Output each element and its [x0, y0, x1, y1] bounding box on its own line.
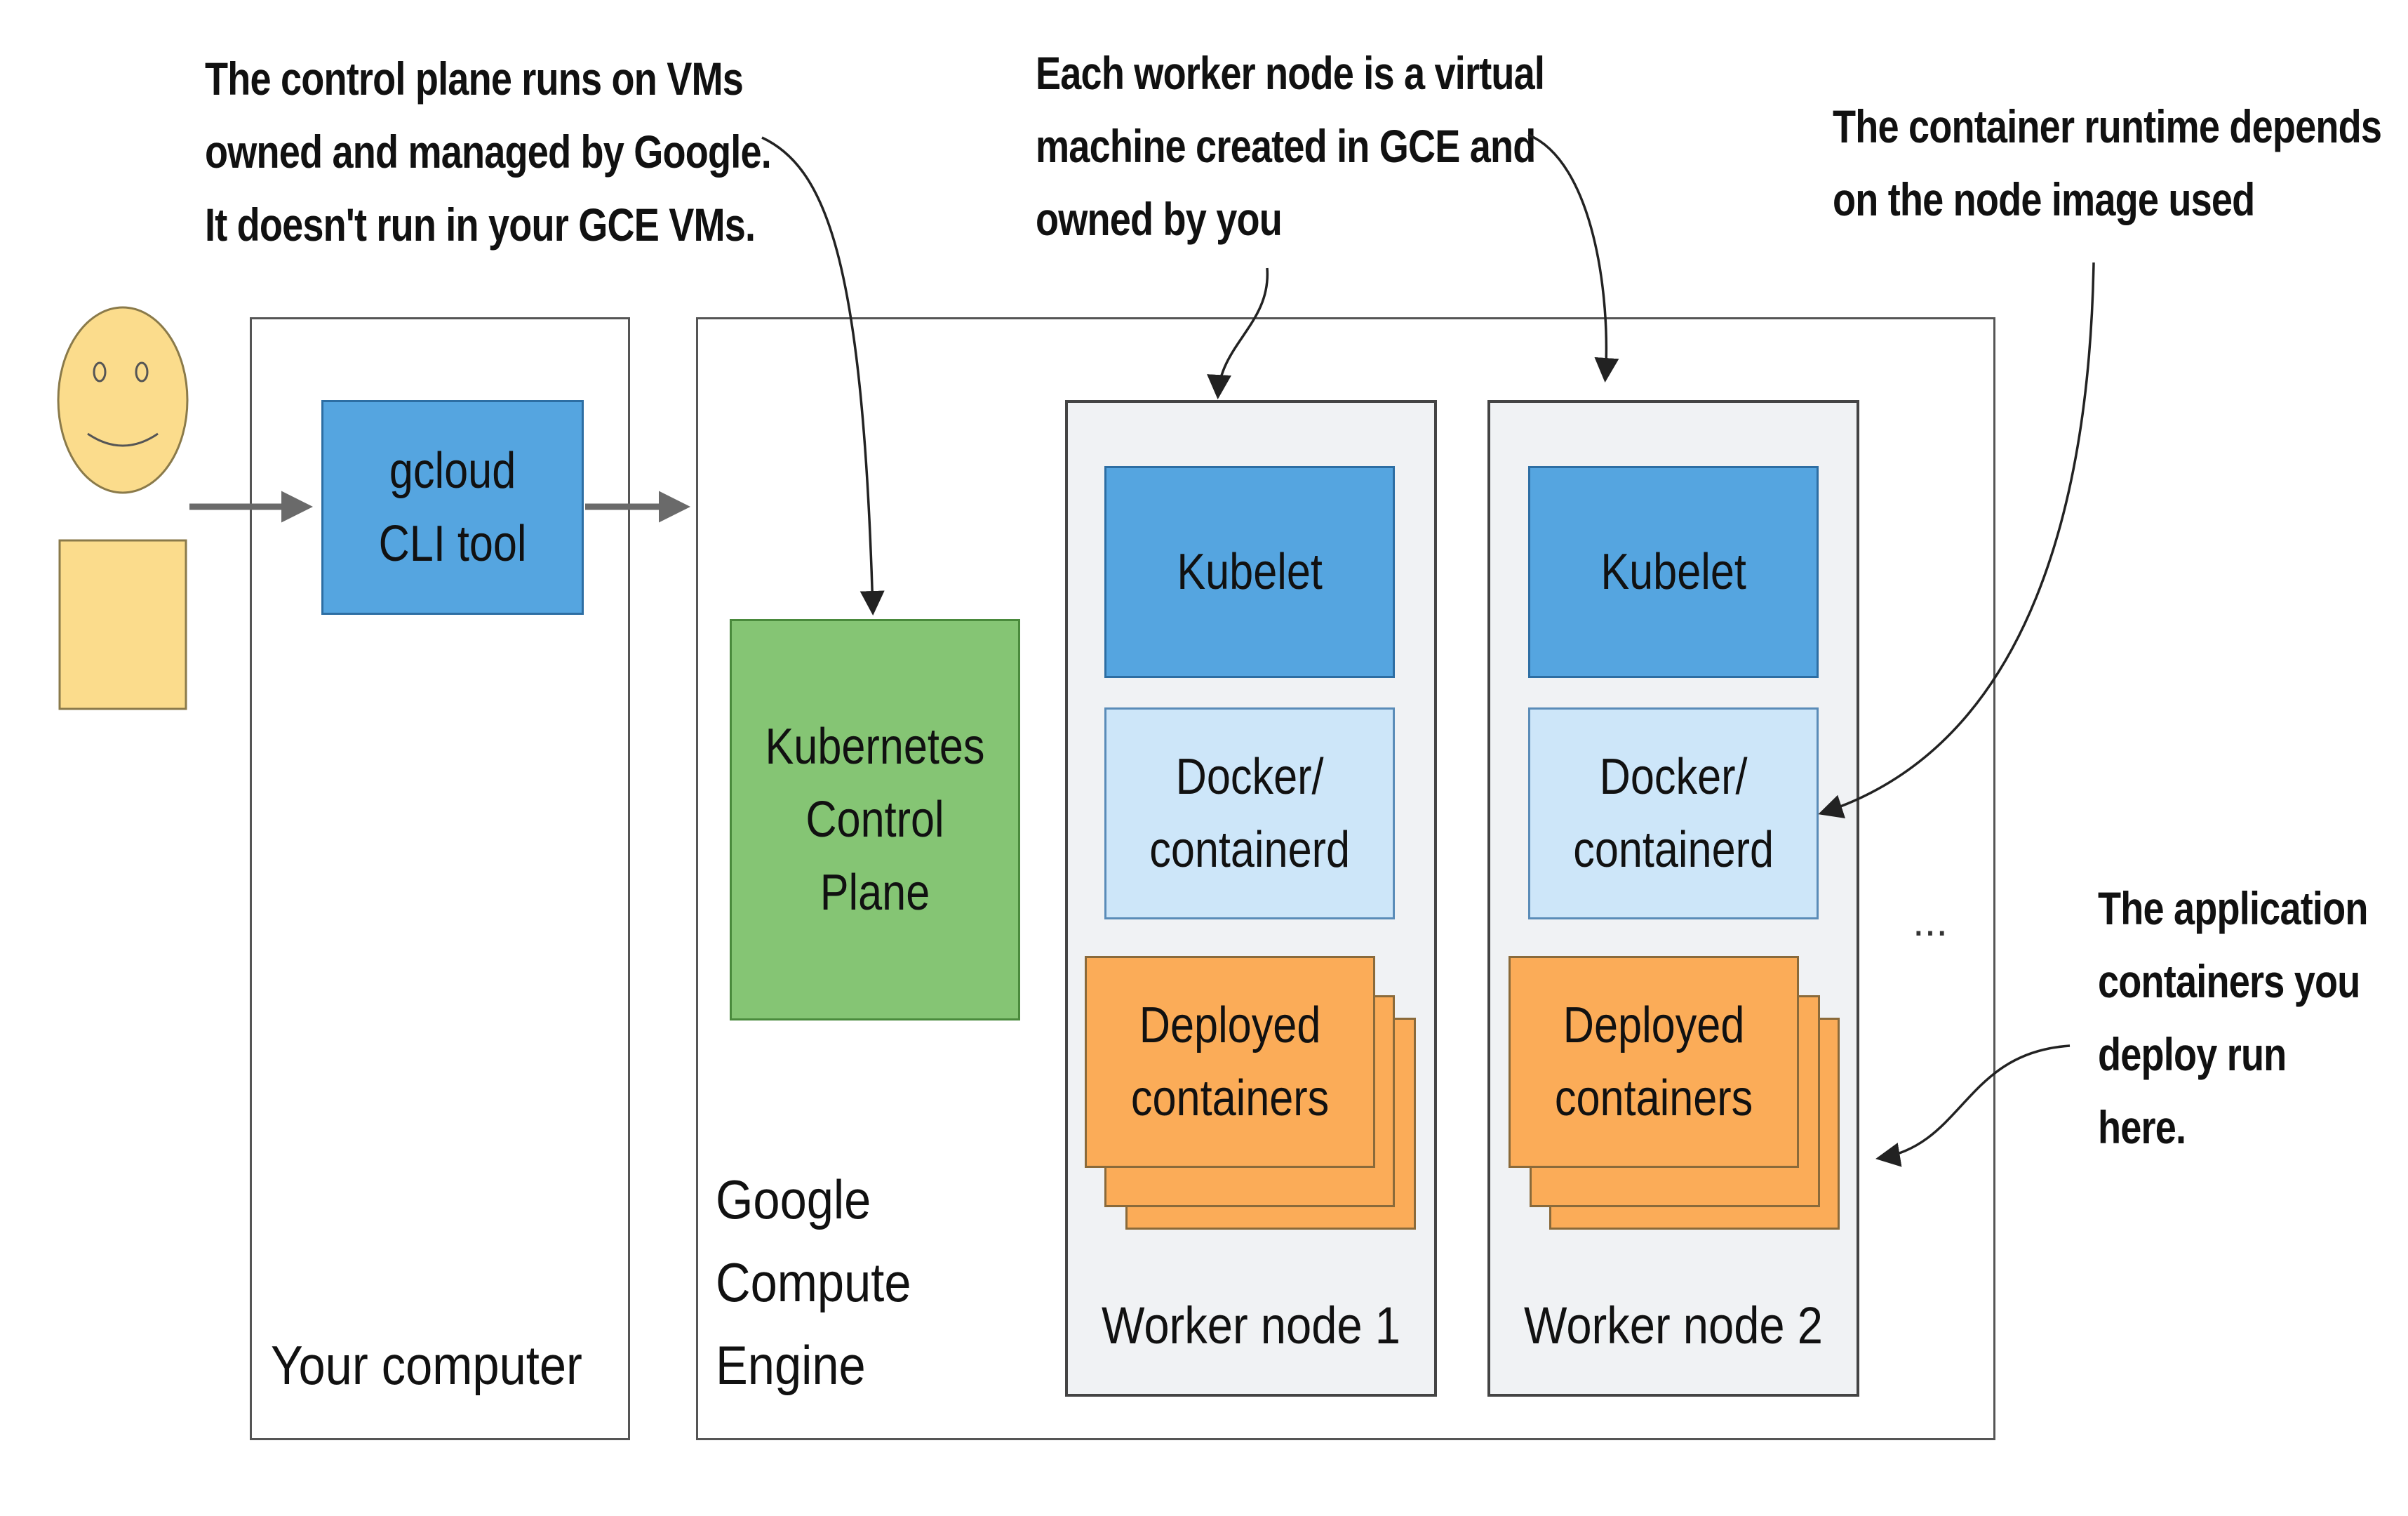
annotation-line: The container runtime depends [1833, 100, 2382, 152]
control-plane-callout-arrow [761, 136, 885, 616]
annotation-line: owned and managed by Google. [205, 126, 772, 178]
gcloud-cli-label: gcloud CLI tool [378, 443, 527, 572]
app-containers-annotation: The application containers you deploy ru… [2098, 872, 2368, 1164]
worker-node-2-callout-arrow [1527, 133, 1619, 383]
worker-node-2-label: Worker node 2 [1524, 1296, 1823, 1355]
annotation-line: machine created in GCE and [1036, 120, 1536, 172]
worker-node-1-callout-arrow [1207, 267, 1269, 399]
annotation-line: here. [2098, 1101, 2186, 1153]
deployed-containers-label: Deployed containers [1554, 997, 1753, 1126]
runtime-annotation: The container runtime depends on the nod… [1833, 90, 2382, 236]
kubelet-tile: Kubelet [1528, 466, 1819, 678]
annotation-line: owned by you [1036, 193, 1283, 245]
gce-label: Google Compute Engine [716, 1169, 911, 1396]
worker-node-annotation: Each worker node is a virtual machine cr… [1036, 36, 1545, 255]
annotation-line: on the node image used [1833, 173, 2255, 225]
control-plane-label: Kubernetes Control Plane [765, 719, 985, 921]
kubelet-label: Kubelet [1600, 544, 1746, 600]
deployed-containers-label: Deployed containers [1130, 997, 1330, 1126]
annotation-line: Each worker node is a virtual [1036, 47, 1545, 99]
runtime-tile: Docker/ containerd [1528, 707, 1819, 919]
control-plane-annotation: The control plane runs on VMs owned and … [205, 42, 772, 261]
annotation-line: deploy run [2098, 1028, 2287, 1080]
gcloud-cli-tile: gcloud CLI tool [321, 400, 584, 615]
more-nodes-ellipsis: ... [1913, 898, 1948, 945]
smiley-user-icon [57, 306, 189, 710]
your-computer-label: Your computer [271, 1334, 582, 1396]
control-plane-tile: Kubernetes Control Plane [730, 619, 1020, 1020]
kubelet-label: Kubelet [1177, 544, 1323, 600]
worker-node-1-label: Worker node 1 [1102, 1296, 1400, 1355]
annotation-line: It doesn't run in your GCE VMs. [205, 199, 756, 251]
annotation-line: The control plane runs on VMs [205, 53, 744, 105]
runtime-label: Docker/ containerd [1149, 749, 1350, 878]
runtime-label: Docker/ containerd [1573, 749, 1774, 878]
deployed-containers-tile: Deployed containers [1085, 956, 1375, 1168]
deployed-containers-tile: Deployed containers [1509, 956, 1799, 1168]
runtime-tile: Docker/ containerd [1104, 707, 1395, 919]
annotation-line: The application [2098, 882, 2368, 934]
annotation-line: containers you [2098, 955, 2360, 1007]
runtime-callout-arrow [1818, 262, 2095, 818]
containers-callout-arrow [1875, 1044, 2071, 1167]
kubelet-tile: Kubelet [1104, 466, 1395, 678]
